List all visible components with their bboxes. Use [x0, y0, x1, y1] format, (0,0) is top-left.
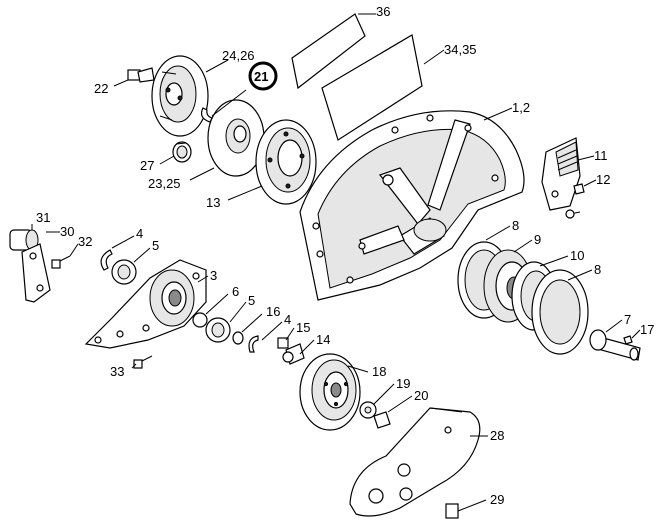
callout-24-26: 24,26 [222, 48, 255, 63]
callout-8-right: 8 [594, 262, 601, 277]
callout-1-2: 1,2 [512, 100, 530, 115]
part-34-35-label-sheet [321, 34, 423, 141]
part-33-screw [133, 355, 153, 369]
part-23-25-washer [207, 99, 265, 177]
callout-7: 7 [624, 312, 631, 327]
callout-19: 19 [396, 376, 410, 391]
part-30-strap [21, 243, 51, 303]
callout-12: 12 [596, 172, 610, 187]
part-8-ring-right [531, 269, 589, 355]
part-36-label-sheet [291, 13, 366, 90]
callout-4-upper: 4 [136, 226, 143, 241]
callout-5-lower: 5 [248, 293, 255, 308]
part-16-washer [232, 331, 244, 345]
part-5-bearing-upper [111, 259, 137, 285]
part-4-circlip-upper [100, 249, 113, 271]
part-27-bushing [172, 141, 192, 163]
callout-28: 28 [490, 428, 504, 443]
callout-17: 17 [640, 322, 654, 337]
callout-8-left: 8 [512, 218, 519, 233]
leader-lines [31, 13, 641, 437]
part-7-shaft [589, 329, 641, 361]
callout-23-25: 23,25 [148, 176, 181, 191]
callout-10: 10 [570, 248, 584, 263]
callout-21: 21 [254, 69, 268, 84]
part-18-pulley [299, 353, 361, 431]
part-15-nut [277, 337, 289, 349]
callout-4-lower: 4 [284, 312, 291, 327]
part-1-2-cutter-guard [299, 110, 525, 301]
callout-21-highlight-ring [248, 61, 278, 91]
part-29-screw [445, 499, 487, 519]
part-22-bolt [127, 67, 155, 83]
part-31-rubber-buffer [9, 229, 39, 251]
callout-11: 11 [594, 148, 608, 163]
callout-15: 15 [296, 320, 310, 335]
callout-9: 9 [534, 232, 541, 247]
part-13-flange [255, 119, 317, 205]
callout-30: 30 [60, 224, 74, 239]
callout-33: 33 [110, 364, 124, 379]
callout-5-upper: 5 [152, 238, 159, 253]
callout-27: 27 [140, 158, 154, 173]
callout-6: 6 [232, 284, 239, 299]
part-3-bearing-housing [84, 259, 207, 349]
callout-29: 29 [490, 492, 504, 507]
callout-16: 16 [266, 304, 280, 319]
part-32-screw [51, 255, 71, 269]
callout-13: 13 [206, 195, 220, 210]
part-6-spacer [192, 312, 208, 328]
part-4-circlip-lower [248, 335, 259, 353]
part-11-bracket [541, 137, 581, 211]
part-24-26-thrust-washer [151, 55, 209, 137]
callout-34-35: 34,35 [444, 42, 477, 57]
callout-31: 31 [36, 210, 50, 225]
part-14-screw [282, 343, 305, 365]
callout-36: 36 [376, 4, 390, 19]
callout-labels: 36 34,35 24,26 21 22 1,2 27 23,25 13 11 … [36, 4, 654, 507]
callout-20: 20 [414, 388, 428, 403]
part-17-pin [623, 335, 633, 345]
callout-3: 3 [210, 268, 217, 283]
part-28-belt-guard [349, 407, 481, 517]
part-20-nut [373, 411, 391, 429]
callout-22: 22 [94, 81, 108, 96]
part-12-screw [565, 183, 585, 219]
callout-18: 18 [372, 364, 386, 379]
part-19-washer [359, 401, 377, 419]
callout-14: 14 [316, 332, 330, 347]
callout-32: 32 [78, 234, 92, 249]
part-5-bearing-lower [205, 317, 231, 343]
